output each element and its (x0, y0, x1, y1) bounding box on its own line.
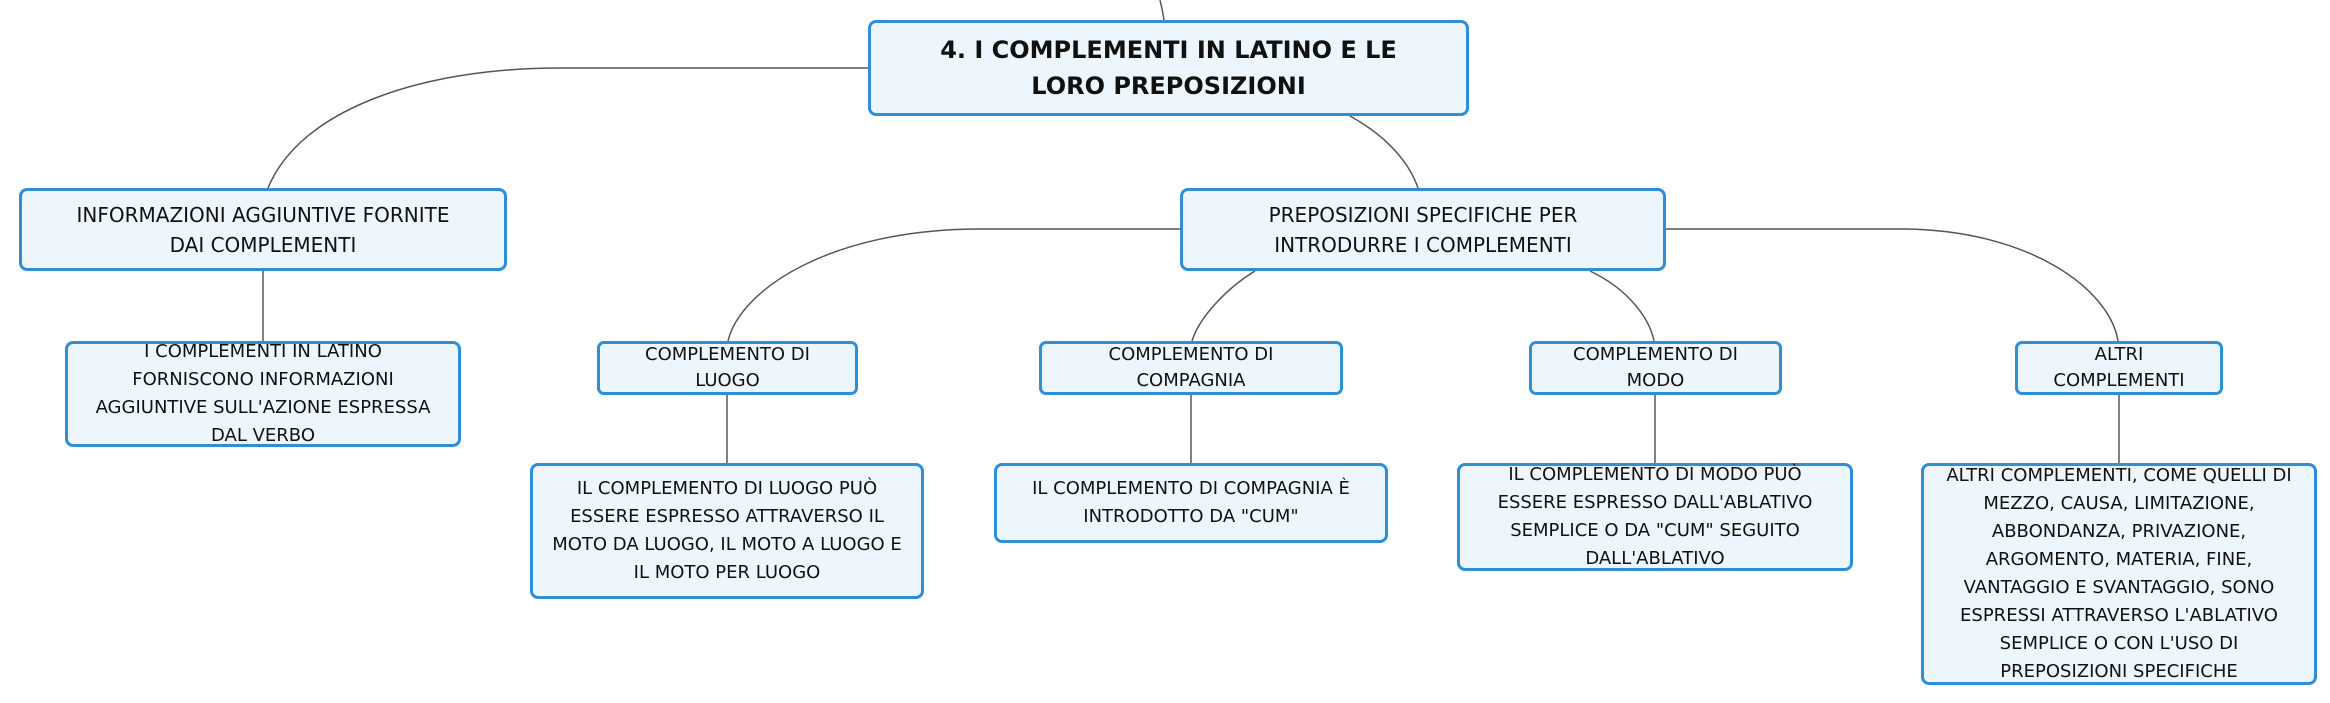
left-branch-node[interactable]: INFORMAZIONI AGGIUNTIVE FORNITE DAI COMP… (19, 188, 507, 271)
connector-root-left (267, 67, 868, 189)
connector-right-luogo (727, 228, 1180, 342)
topic-complemento-di-compagnia[interactable]: COMPLEMENTO DI COMPAGNIA (1039, 341, 1343, 395)
topic-label: ALTRI COMPLEMENTI (2053, 344, 2185, 391)
root-topic-node[interactable]: 4. I COMPLEMENTI IN LATINO E LE LORO PRE… (868, 20, 1469, 116)
detail-text: IL COMPLEMENTO DI LUOGO PUÒ ESSERE ESPRE… (552, 478, 902, 583)
connector-right-modo (1589, 270, 1655, 342)
right-branch-label: PREPOSIZIONI SPECIFICHE PER INTRODURRE I… (1268, 202, 1578, 257)
detail-text: ALTRI COMPLEMENTI, COME QUELLI DI MEZZO,… (1946, 465, 2292, 682)
detail-text: IL COMPLEMENTO DI MODO PUÒ ESSERE ESPRES… (1497, 464, 1813, 569)
right-branch-node[interactable]: PREPOSIZIONI SPECIFICHE PER INTRODURRE I… (1180, 188, 1666, 271)
topic-altri-complementi[interactable]: ALTRI COMPLEMENTI (2015, 341, 2223, 395)
root-topic-label: 4. I COMPLEMENTI IN LATINO E LE LORO PRE… (940, 36, 1397, 100)
connector-right-compagnia (1191, 270, 1256, 342)
left-branch-label: INFORMAZIONI AGGIUNTIVE FORNITE DAI COMP… (76, 202, 450, 257)
topic-label: COMPLEMENTO DI COMPAGNIA (1108, 344, 1274, 391)
left-branch-detail-text: I COMPLEMENTI IN LATINO FORNISCONO INFOR… (95, 341, 431, 446)
connector-right-altri (1666, 228, 2119, 342)
detail-complemento-di-modo[interactable]: IL COMPLEMENTO DI MODO PUÒ ESSERE ESPRES… (1457, 463, 1853, 571)
topic-label: COMPLEMENTO DI LUOGO (645, 344, 810, 391)
detail-complemento-di-luogo[interactable]: IL COMPLEMENTO DI LUOGO PUÒ ESSERE ESPRE… (530, 463, 924, 599)
topic-label: COMPLEMENTO DI MODO (1573, 344, 1738, 391)
detail-text: IL COMPLEMENTO DI COMPAGNIA È INTRODOTTO… (1032, 478, 1350, 527)
detail-complemento-di-compagnia[interactable]: IL COMPLEMENTO DI COMPAGNIA È INTRODOTTO… (994, 463, 1388, 543)
left-branch-detail-node[interactable]: I COMPLEMENTI IN LATINO FORNISCONO INFOR… (65, 341, 461, 447)
topic-complemento-di-modo[interactable]: COMPLEMENTO DI MODO (1529, 341, 1782, 395)
connector-root-right (1349, 115, 1419, 189)
detail-altri-complementi[interactable]: ALTRI COMPLEMENTI, COME QUELLI DI MEZZO,… (1921, 463, 2317, 685)
topic-complemento-di-luogo[interactable]: COMPLEMENTO DI LUOGO (597, 341, 858, 395)
connector-root-top (1159, 0, 1165, 21)
